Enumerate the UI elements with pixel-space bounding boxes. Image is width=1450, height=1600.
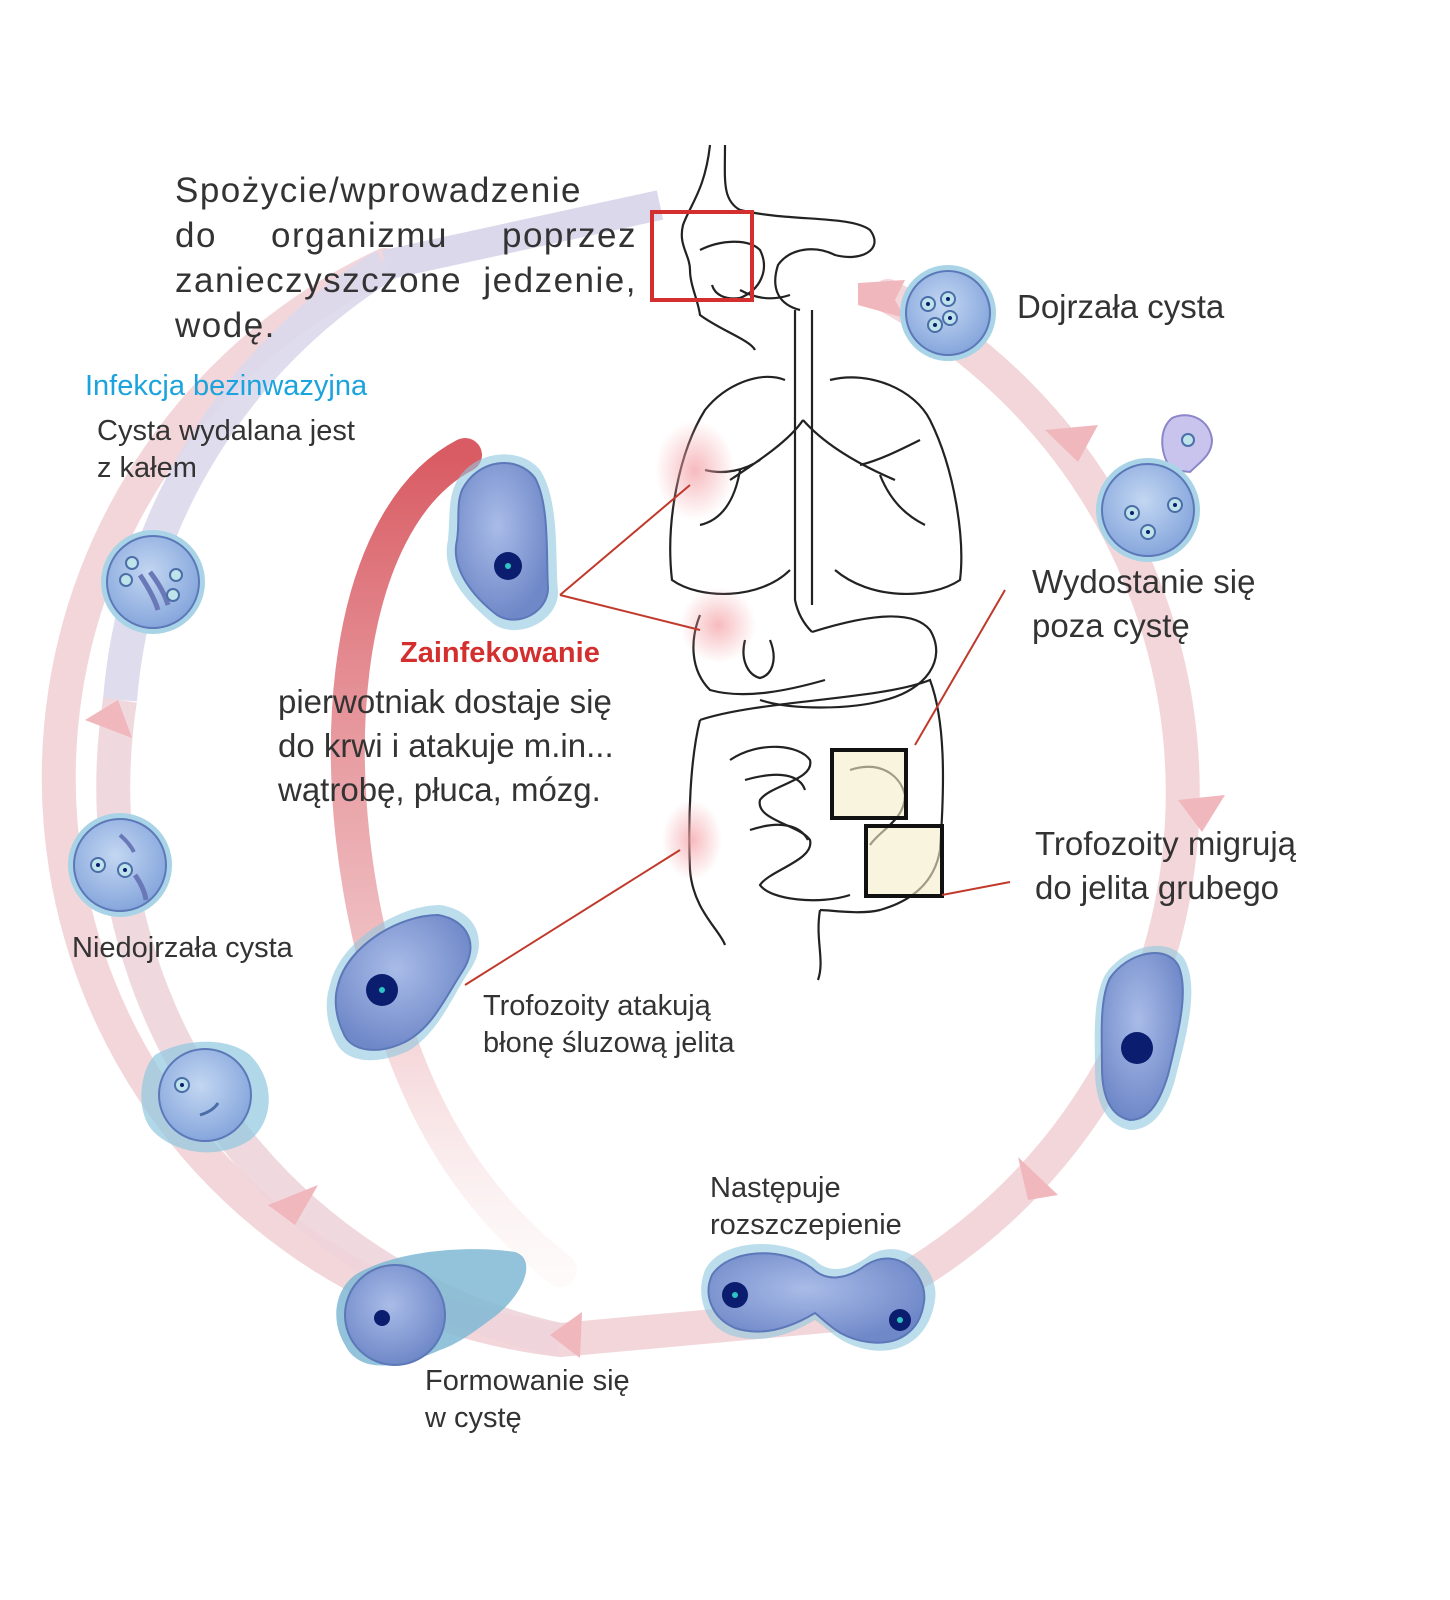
label-trophozoites-migrate-line: Trofozoity migrują [1035,825,1297,862]
colon-highlight [662,800,722,880]
label-excystation-line: poza cystę [1032,607,1190,644]
cycle-arrow [85,700,132,738]
dividing-trophozoite [701,1243,936,1351]
cycle-arrow [1018,1157,1058,1200]
label-excystation: Wydostanie się poza cystę [1032,560,1255,648]
label-invasive-desc-line: pierwotniak dostaje się [278,683,612,720]
label-intake: Spożycie/wprowadzenie do organizmu poprz… [175,168,637,348]
label-intake-line: do organizmu poprzez [175,216,637,255]
immature-cyst [68,813,172,917]
mature-cyst [900,265,996,361]
lung-highlight [655,420,735,520]
label-fission: Następuje rozszczepienie [710,1170,902,1244]
excysting-cyst [1096,414,1214,562]
mouth-highlight-box [650,210,754,302]
cycle-arrow [1178,795,1225,832]
liver-highlight [680,587,756,663]
label-trophozoites-migrate: Trofozoity migrują do jelita grubego [1035,822,1296,910]
cycle-arrow [550,1312,582,1358]
small-intestine-box [830,748,908,820]
pointer-lines [464,484,1011,986]
label-noninvasive-desc-line: Cysta wydalana jest [97,415,355,447]
label-noninvasive-desc: Cysta wydalana jest z kałem [97,413,355,487]
label-invasive-desc-line: wątrobę, płuca, mózg. [278,771,601,808]
precyst [141,1041,269,1153]
cycle-arrow [1045,425,1098,462]
label-immature-cyst: Niedojrzała cysta [72,932,293,964]
trophozoite-large-intestine [1094,945,1192,1130]
label-excystation-line: Wydostanie się [1032,563,1256,600]
label-mucosa-attack-line: błonę śluzową jelita [483,1027,735,1059]
excreted-cyst [101,530,205,634]
label-mucosa-attack-line: Trofozoity atakują [483,990,711,1022]
trophozoite-mucosa [326,905,479,1061]
label-noninvasive-desc-line: z kałem [97,452,197,484]
cycle-arrow [858,280,905,318]
label-intake-line: Spożycie/wprowadzenie [175,171,582,210]
label-mature-cyst: Dojrzała cysta [1017,288,1225,325]
cycle-arrow [268,1185,318,1225]
label-invasive-desc: pierwotniak dostaje się do krwi i atakuj… [278,680,614,812]
label-mucosa-attack: Trofozoity atakują błonę śluzową jelita [483,988,734,1062]
trophozoite-invasive [446,454,559,631]
invasive-infection-arc [330,438,577,1287]
affected-organ-highlights [655,420,756,880]
label-encystation-line: w cystę [425,1402,522,1434]
label-noninvasive-title: Infekcja bezinwazyjna [85,370,368,402]
label-invasive-title: Zainfekowanie [400,637,600,669]
human-digestive-system [669,144,963,981]
cycle-arrows [85,280,1225,1358]
label-intake-line: wodę. [175,306,276,345]
label-encystation-line: Formowanie się [425,1365,630,1397]
label-intake-line: zanieczyszczone jedzenie, [175,261,637,300]
label-invasive-desc-line: do krwi i atakuje m.in... [278,727,614,764]
label-fission-line: rozszczepienie [710,1209,902,1241]
label-trophozoites-migrate-line: do jelita grubego [1035,869,1280,906]
encysting-trophozoite [336,1249,527,1366]
label-encystation: Formowanie się w cystę [425,1363,630,1437]
large-intestine-box [864,824,944,898]
label-fission-line: Następuje [710,1172,841,1204]
